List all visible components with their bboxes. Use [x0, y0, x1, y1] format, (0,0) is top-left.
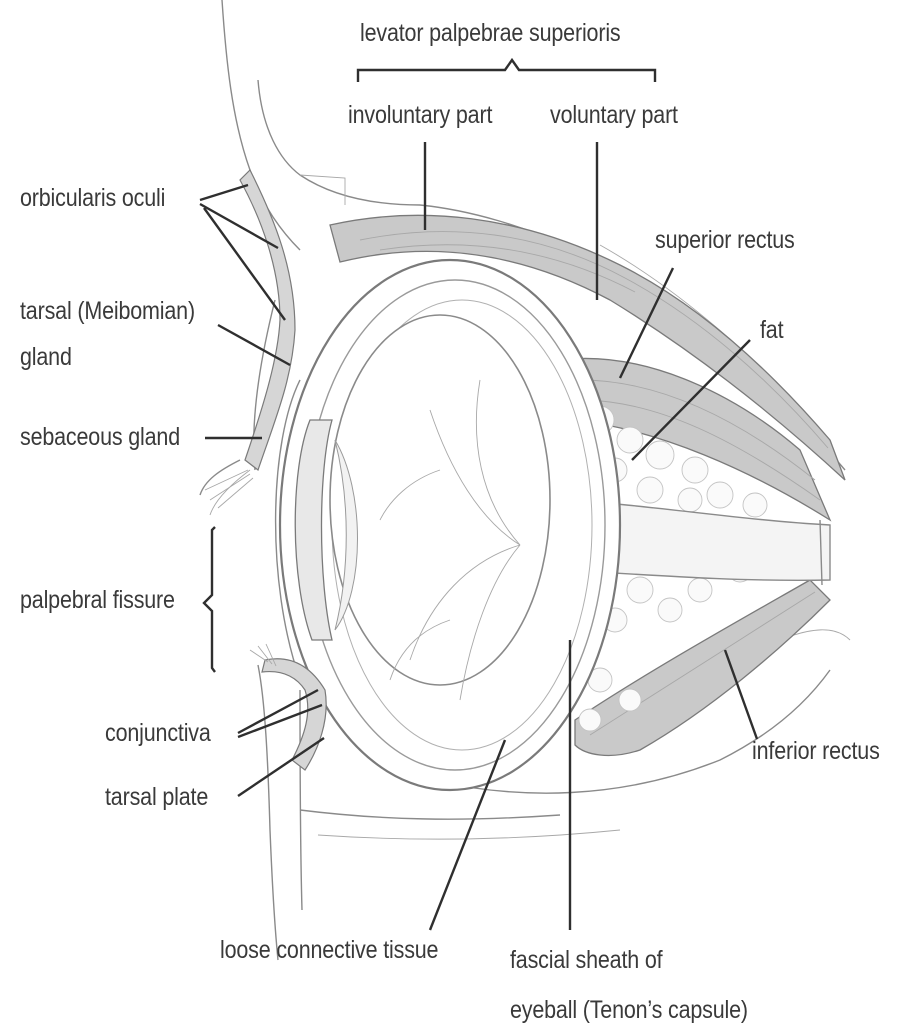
label-inferior-rectus: inferior rectus	[752, 736, 880, 766]
label-fascial-sheath: fascial sheath of eyeball (Tenon’s capsu…	[510, 935, 748, 1035]
levator-brace	[358, 60, 655, 82]
label-conjunctiva: conjunctiva	[105, 718, 211, 748]
label-voluntary-part: voluntary part	[550, 100, 678, 130]
label-tarsal-plate: tarsal plate	[105, 782, 208, 812]
label-loose-connective-tissue: loose connective tissue	[220, 935, 438, 965]
label-sebaceous-gland: sebaceous gland	[20, 422, 180, 452]
label-superior-rectus: superior rectus	[655, 225, 795, 255]
upper-eyelid	[240, 170, 295, 470]
eyeball	[276, 260, 620, 790]
label-levator-palpebrae-superioris: levator palpebrae superioris	[360, 18, 621, 48]
label-palpebral-fissure: palpebral fissure	[20, 585, 175, 615]
label-tarsal-gland: tarsal (Meibomian) gland	[20, 288, 195, 380]
label-involuntary-part: involuntary part	[348, 100, 492, 130]
palpebral-brace	[204, 527, 215, 672]
label-orbicularis-oculi: orbicularis oculi	[20, 183, 165, 213]
label-fat: fat	[760, 315, 783, 345]
